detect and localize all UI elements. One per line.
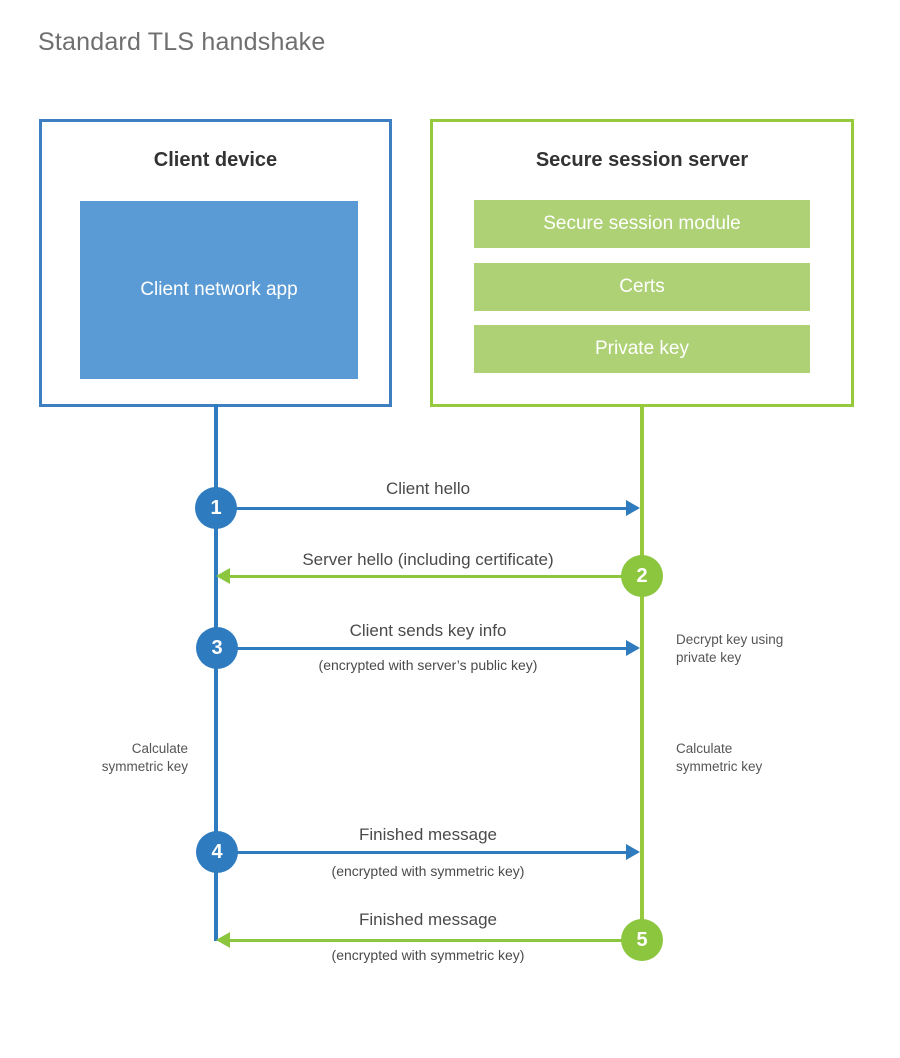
step-2-arrowhead-left-icon xyxy=(216,568,230,584)
step-5-arrowhead-left-icon xyxy=(216,932,230,948)
server-lifeline xyxy=(640,404,644,941)
note-server-calculate-line-2: symmetric key xyxy=(676,758,763,774)
step-1-arrowhead-right-icon xyxy=(626,500,640,516)
step-4-circle[interactable]: 4 xyxy=(196,831,238,873)
note-client-calculate-line-2: symmetric key xyxy=(101,758,188,774)
note-client-calculate-line-1: Calculate xyxy=(131,741,188,756)
step-3-label: Client sends key info xyxy=(349,621,507,640)
step-4-label: Finished message xyxy=(359,825,497,844)
note-decrypt-key-line-2: private key xyxy=(676,649,742,665)
step-4-arrow-line xyxy=(216,851,626,854)
note-client-calculate-symmetric-key: Calculate symmetric key xyxy=(40,740,188,775)
step-3-sublabel: (encrypted with server’s public key) xyxy=(318,657,538,673)
client-lifeline xyxy=(214,404,218,941)
step-2-label: Server hello (including certificate) xyxy=(302,550,554,569)
note-decrypt-key: Decrypt key using private key xyxy=(676,631,783,666)
step-5-sublabel: (encrypted with symmetric key) xyxy=(331,947,525,963)
page-title: Standard TLS handshake xyxy=(38,28,326,56)
secure-session-server-title: Secure session server xyxy=(535,149,749,171)
step-3-circle[interactable]: 3 xyxy=(196,627,238,669)
step-2-circle[interactable]: 2 xyxy=(621,555,663,597)
client-device-box: Client device Client network app xyxy=(39,119,392,407)
note-server-calculate-symmetric-key: Calculate symmetric key xyxy=(676,740,762,775)
client-device-title: Client device xyxy=(153,149,278,171)
server-block-private-key: Private key xyxy=(474,325,810,373)
note-decrypt-key-line-1: Decrypt key using xyxy=(676,632,784,647)
client-network-app-block: Client network app xyxy=(80,201,358,379)
step-3-arrow-line xyxy=(216,647,626,650)
secure-session-server-box: Secure session server Secure session mod… xyxy=(430,119,854,407)
step-1-circle[interactable]: 1 xyxy=(195,487,237,529)
step-1-label: Client hello xyxy=(385,479,471,498)
step-3-arrowhead-right-icon xyxy=(626,640,640,656)
step-2-arrow-line xyxy=(230,575,642,578)
step-4-arrowhead-right-icon xyxy=(626,844,640,860)
step-4-sublabel: (encrypted with symmetric key) xyxy=(331,863,525,879)
note-server-calculate-line-1: Calculate xyxy=(676,741,733,756)
server-block-certs: Certs xyxy=(474,263,810,311)
step-5-arrow-line xyxy=(230,939,642,942)
step-5-circle[interactable]: 5 xyxy=(621,919,663,961)
step-5-label: Finished message xyxy=(359,910,497,929)
server-block-secure-session-module: Secure session module xyxy=(474,200,810,248)
step-1-arrow-line xyxy=(216,507,626,510)
